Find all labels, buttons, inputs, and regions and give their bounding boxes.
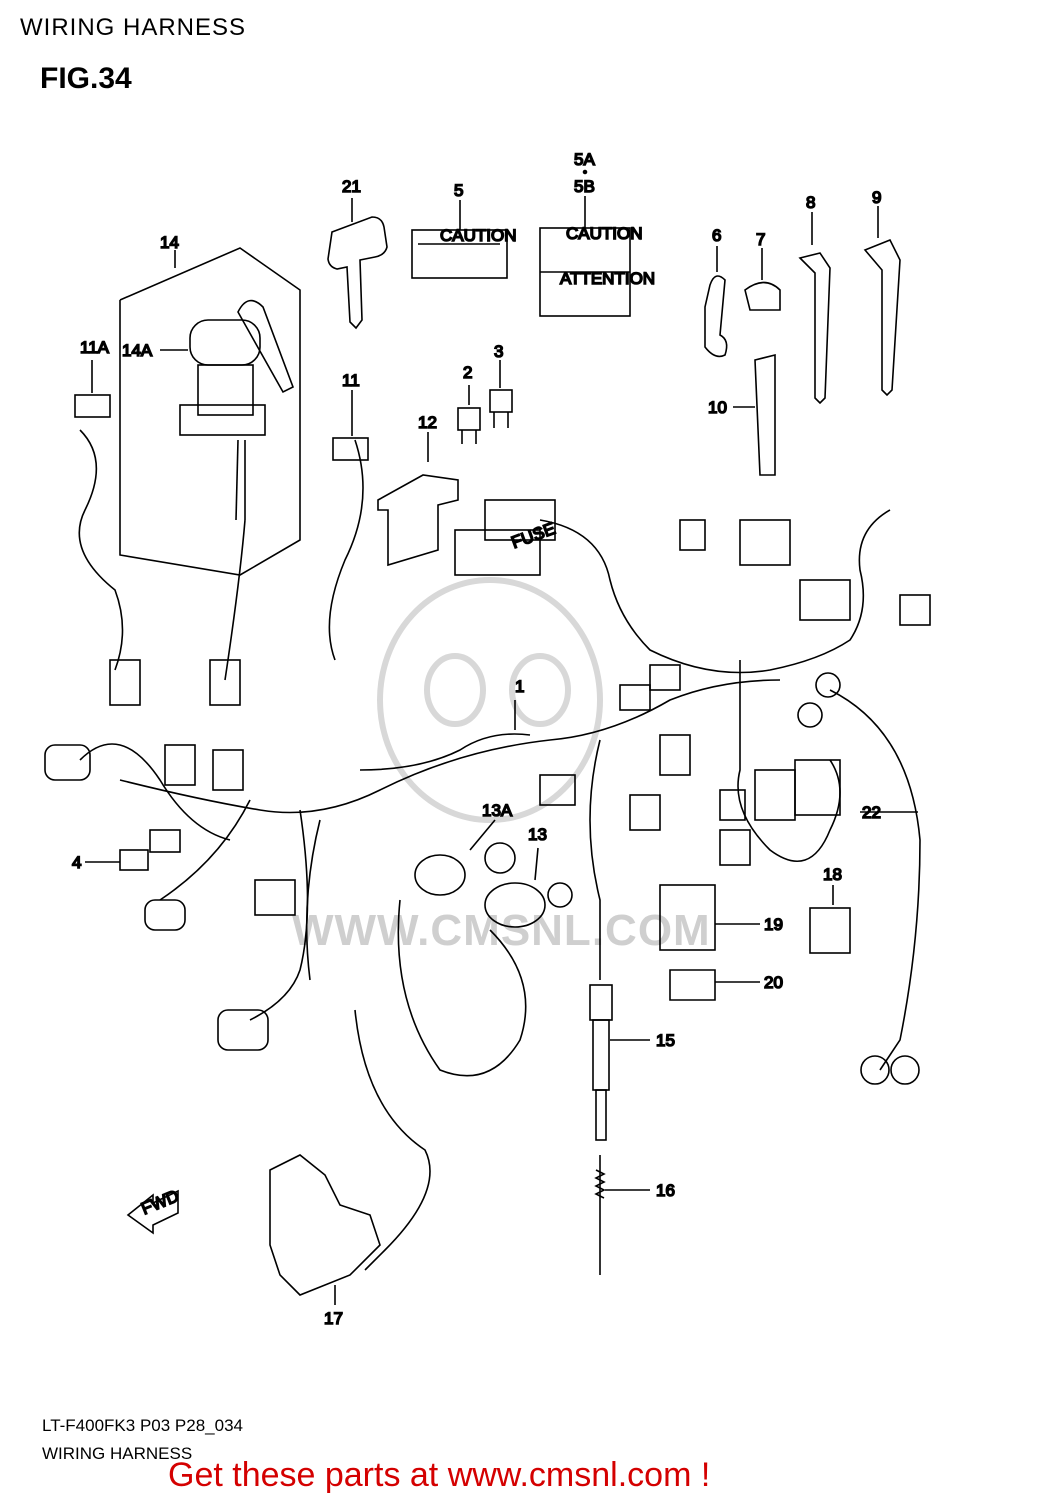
callout-13A: 13A <box>482 801 513 820</box>
callout-5A: 5A <box>574 150 595 169</box>
callout-5: 5 <box>454 181 463 200</box>
fuse-box <box>454 499 556 576</box>
callout-7: 7 <box>756 230 765 249</box>
callout-17: 17 <box>324 1309 343 1328</box>
relay-19 <box>659 884 760 951</box>
clamp-7 <box>744 248 781 311</box>
connector-group-right <box>539 519 931 866</box>
caution-text: CAUTION <box>440 226 517 245</box>
caution-text-5b: CAUTION <box>566 224 643 243</box>
page-header-title: WIRING HARNESS <box>20 14 247 41</box>
connector-group-left <box>44 659 296 1051</box>
cable-tie-8 <box>798 212 831 405</box>
callout-6: 6 <box>712 226 721 245</box>
caution-label <box>411 200 508 279</box>
callout-1: 1 <box>515 677 524 696</box>
watermark-emblem <box>377 577 603 823</box>
callout-20: 20 <box>764 973 783 992</box>
callout-2: 2 <box>463 363 472 382</box>
ignition-key <box>327 198 388 330</box>
callout-11: 11 <box>342 371 360 390</box>
sensor-13A <box>414 819 516 896</box>
connector-11 <box>332 390 369 461</box>
callout-22: 22 <box>862 803 881 822</box>
caution-attention-label <box>539 169 631 317</box>
callout-13: 13 <box>528 825 547 844</box>
bracket-20 <box>669 969 760 1001</box>
callout-10: 10 <box>708 398 727 417</box>
callout-14A: 14A <box>122 341 153 360</box>
connector-4 <box>85 849 149 871</box>
connector-11A <box>74 360 111 418</box>
callout-4: 4 <box>72 853 81 872</box>
bracket-12 <box>377 432 459 567</box>
cable-tie-9 <box>863 206 901 397</box>
main-harness <box>78 429 921 1271</box>
ignition-switch-group-outline <box>119 247 301 576</box>
callout-11A: 11A <box>80 338 110 357</box>
callout-16: 16 <box>656 1181 675 1200</box>
terminals-22 <box>797 672 920 1085</box>
gear-position-switch-17 <box>269 1154 381 1305</box>
callout-18: 18 <box>823 865 842 884</box>
callout-21: 21 <box>342 177 361 196</box>
sensor-13 <box>484 847 573 928</box>
callout-3: 3 <box>494 342 503 361</box>
callout-19: 19 <box>764 915 783 934</box>
callout-14: 14 <box>160 233 179 252</box>
spring-16 <box>594 1155 650 1275</box>
clamp-6 <box>704 246 728 358</box>
diagram-footer-title: WIRING HARNESS <box>42 1444 193 1463</box>
callout-12: 12 <box>418 413 437 432</box>
callout-9: 9 <box>872 188 881 207</box>
ignition-switch <box>160 299 295 521</box>
watermark-text: WWW.CMSNL.COM <box>292 906 711 955</box>
callout-15: 15 <box>656 1031 675 1050</box>
fwd-arrow <box>126 1189 179 1235</box>
callout-5B: 5B <box>574 177 595 196</box>
fuse-2 <box>457 385 481 444</box>
oxygen-sensor-15 <box>589 984 650 1141</box>
attention-text: ATTENTION <box>560 269 655 288</box>
diagram-code: LT-F400FK3 P03 P28_034 <box>42 1416 243 1435</box>
figure-number: FIG.34 <box>40 62 132 95</box>
get-parts-link[interactable]: Get these parts at www.cmsnl.com ! <box>168 1456 711 1494</box>
relay-18 <box>809 885 851 954</box>
cable-tie-10 <box>733 353 776 476</box>
fuse-box-text: FUSE <box>509 519 558 552</box>
callout-8: 8 <box>806 193 815 212</box>
fuse-3 <box>489 360 513 428</box>
